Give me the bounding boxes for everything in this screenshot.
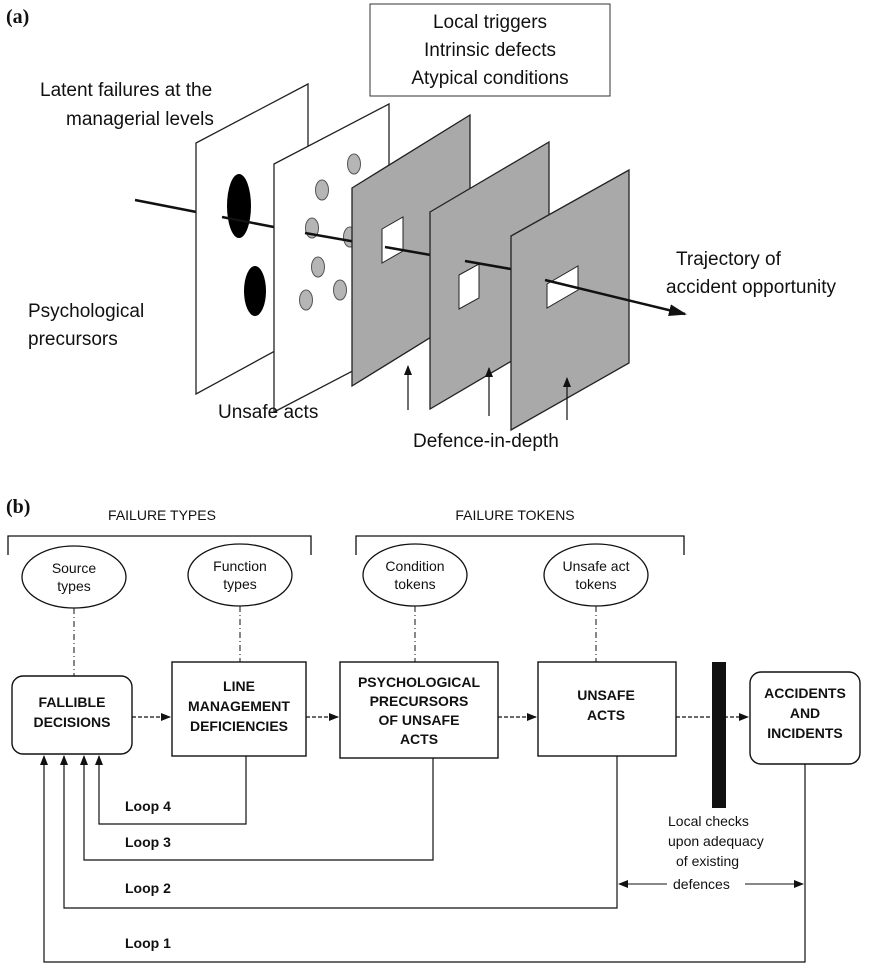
loop-2-label: Loop 2 bbox=[125, 880, 171, 896]
source-types-line-2: types bbox=[57, 578, 90, 594]
psych-line-4: ACTS bbox=[400, 731, 438, 747]
local-checks-line-2: upon adequacy bbox=[668, 833, 764, 849]
line-mgmt-line-2: MANAGEMENT bbox=[188, 698, 290, 714]
condition-tokens-line-1: Condition bbox=[385, 558, 444, 574]
unsafe-act-tokens-line-1: Unsafe act bbox=[563, 558, 630, 574]
grey-hole-6 bbox=[299, 289, 313, 311]
loop-2-path bbox=[60, 755, 618, 909]
grey-hole-1 bbox=[347, 153, 361, 175]
grey-hole-2 bbox=[315, 179, 329, 201]
dark-hole-upper bbox=[227, 174, 251, 238]
condition-tokens-line-2: tokens bbox=[394, 576, 435, 592]
defence-hole-2 bbox=[458, 263, 480, 310]
psych-precursors-line-2: precursors bbox=[28, 329, 118, 350]
ellipse-source-types bbox=[21, 545, 127, 609]
latent-failures-line-2: managerial levels bbox=[66, 109, 214, 130]
psych-line-3: OF UNSAFE bbox=[379, 712, 460, 728]
trajectory-line-end bbox=[544, 278, 687, 317]
panel-a-label: (a) bbox=[6, 6, 29, 28]
failure-types-bracket bbox=[7, 535, 312, 555]
loop-3-path bbox=[80, 755, 434, 861]
unsafe-acts-label: Unsafe acts bbox=[218, 402, 318, 423]
box-psychological-precursors bbox=[339, 661, 499, 759]
fallible-line-1: FALLIBLE bbox=[39, 694, 106, 710]
function-types-line-2: types bbox=[223, 576, 256, 592]
unsafe-line-2: ACTS bbox=[587, 707, 625, 723]
dark-hole-lower bbox=[244, 266, 266, 316]
panel-b-label: (b) bbox=[6, 496, 30, 518]
unsafe-act-tokens-line-2: tokens bbox=[575, 576, 616, 592]
defence-hole-3 bbox=[546, 265, 579, 309]
fallible-line-2: DECISIONS bbox=[33, 714, 110, 730]
trajectory-label-line-2: accident opportunity bbox=[666, 277, 837, 298]
triggers-line-1: Local triggers bbox=[433, 12, 547, 33]
grey-hole-7 bbox=[333, 279, 347, 301]
source-types-line-1: Source bbox=[52, 560, 97, 576]
panel-b: (b) FAILURE TYPES FAILURE TOKENS Source … bbox=[6, 496, 861, 963]
defence-in-depth-label: Defence-in-depth bbox=[413, 431, 559, 452]
loop-1-label: Loop 1 bbox=[125, 935, 171, 951]
accidents-line-2: AND bbox=[790, 705, 820, 721]
box-unsafe-acts bbox=[537, 661, 677, 757]
line-mgmt-line-1: LINE bbox=[223, 678, 255, 694]
loop-4-label: Loop 4 bbox=[125, 798, 171, 814]
panel-a: (a) Local triggers Intrinsic defects Aty… bbox=[6, 3, 837, 452]
local-checks-line-1: Local checks bbox=[668, 813, 749, 829]
loop-4-path bbox=[95, 755, 247, 825]
ellipse-function-types bbox=[187, 543, 293, 607]
box-line-management bbox=[171, 661, 307, 757]
psych-line-2: PRECURSORS bbox=[370, 693, 469, 709]
trajectory-label-line-1: Trajectory of bbox=[676, 249, 782, 270]
ellipse-unsafe-act-tokens bbox=[543, 543, 649, 607]
accidents-line-3: INCIDENTS bbox=[767, 725, 842, 741]
local-checks-line-3: of existing bbox=[676, 853, 739, 869]
triggers-box bbox=[369, 3, 611, 97]
line-mgmt-line-3: DEFICIENCIES bbox=[190, 718, 288, 734]
unsafe-line-1: UNSAFE bbox=[577, 687, 635, 703]
failure-tokens-bracket bbox=[355, 535, 685, 555]
psych-precursors-line-1: Psychological bbox=[28, 301, 144, 322]
slice-defence-3 bbox=[510, 168, 630, 432]
local-checks-line-4: defences bbox=[673, 876, 730, 892]
triggers-line-2: Intrinsic defects bbox=[424, 40, 556, 61]
defence-barrier bbox=[712, 662, 726, 808]
latent-failures-line-1: Latent failures at the bbox=[40, 80, 212, 101]
failure-types-label: FAILURE TYPES bbox=[108, 507, 216, 523]
failure-tokens-label: FAILURE TOKENS bbox=[455, 507, 574, 523]
grey-hole-5 bbox=[311, 256, 325, 278]
loop-1-path bbox=[40, 755, 806, 963]
psych-line-1: PSYCHOLOGICAL bbox=[358, 674, 481, 690]
box-fallible-decisions bbox=[11, 675, 133, 755]
function-types-line-1: Function bbox=[213, 558, 267, 574]
triggers-line-3: Atypical conditions bbox=[411, 68, 568, 89]
accidents-line-1: ACCIDENTS bbox=[764, 685, 846, 701]
loop-3-label: Loop 3 bbox=[125, 834, 171, 850]
ellipse-condition-tokens bbox=[362, 543, 468, 607]
